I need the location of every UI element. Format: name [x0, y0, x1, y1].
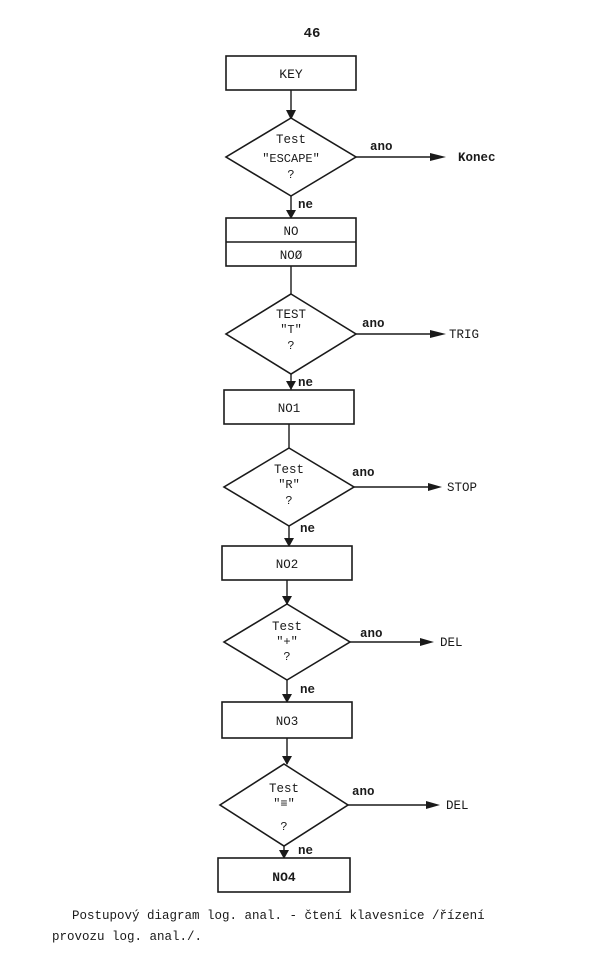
decision-equiv-line1: Test [269, 782, 299, 796]
no-label-t: ne [298, 376, 313, 390]
no-label-r: ne [300, 522, 315, 536]
process-box-no2-label: NO2 [276, 558, 299, 572]
decision-t-line2: "T" [280, 323, 302, 337]
decision-escape-line3: ? [287, 168, 294, 182]
decision-escape-line1: Test [276, 133, 306, 147]
decision-escape-line2: "ESCAPE" [262, 152, 320, 166]
caption-line-1: Postupový diagram log. anal. - čtení kla… [72, 909, 485, 923]
figure-caption: Postupový diagram log. anal. - čtení kla… [52, 906, 592, 948]
process-box-no3 [221, 701, 353, 739]
target-trig: TRIG [449, 328, 479, 342]
target-del-2: DEL [446, 799, 469, 813]
arrowhead [428, 483, 442, 491]
start-box-key [225, 55, 357, 91]
target-del-1: DEL [440, 636, 463, 650]
arrowhead [426, 801, 440, 809]
yes-label-equiv: ano [352, 785, 375, 799]
process-box-no1-label: NO1 [278, 402, 301, 416]
process-box-noo-label: NOØ [280, 249, 303, 263]
start-box-key-label: KEY [279, 67, 303, 82]
decision-plus-line3: ? [283, 650, 290, 664]
decision-t-line3: ? [287, 339, 294, 353]
yes-label-plus: ano [360, 627, 383, 641]
arrowhead [430, 330, 446, 338]
process-box-no2 [221, 545, 353, 581]
arrowhead [286, 210, 296, 219]
no-label-equiv: ne [298, 844, 313, 858]
page-number: 46 [304, 26, 321, 42]
arrowhead [282, 694, 292, 703]
caption-line-2: provozu log. anal./. [52, 930, 203, 944]
decision-equiv-line2: "≡" [273, 797, 295, 811]
decision-r-line2: "R" [278, 478, 300, 492]
decision-plus-line1: Test [272, 620, 302, 634]
decision-t-line1: TEST [276, 308, 307, 322]
flowchart: 46 KEY Test "ESCAPE" ? ano Konec ne NO N… [217, 26, 496, 893]
decision-r-line1: Test [274, 463, 304, 477]
target-stop: STOP [447, 481, 477, 495]
process-box-no-label: NO [283, 225, 298, 239]
process-box-no1 [223, 389, 355, 425]
arrowhead [282, 596, 292, 605]
arrowhead [286, 381, 296, 390]
process-box-no4-label: NO4 [272, 870, 296, 885]
arrowhead [284, 538, 294, 547]
no-label-plus: ne [300, 683, 315, 697]
target-konec: Konec [458, 151, 496, 165]
decision-r-line3: ? [285, 494, 292, 508]
arrowhead [286, 110, 296, 120]
yes-label-escape: ano [370, 140, 393, 154]
arrowhead [420, 638, 434, 646]
arrowhead [430, 153, 446, 161]
yes-label-t: ano [362, 317, 385, 331]
process-box-no3-label: NO3 [276, 715, 299, 729]
yes-label-r: ano [352, 466, 375, 480]
decision-plus-line2: "+" [276, 635, 298, 649]
arrowhead [279, 850, 289, 859]
no-label-escape: ne [298, 198, 313, 212]
arrowhead [282, 756, 292, 765]
process-box-no4 [217, 857, 351, 893]
decision-equiv-line3: ? [280, 820, 287, 834]
